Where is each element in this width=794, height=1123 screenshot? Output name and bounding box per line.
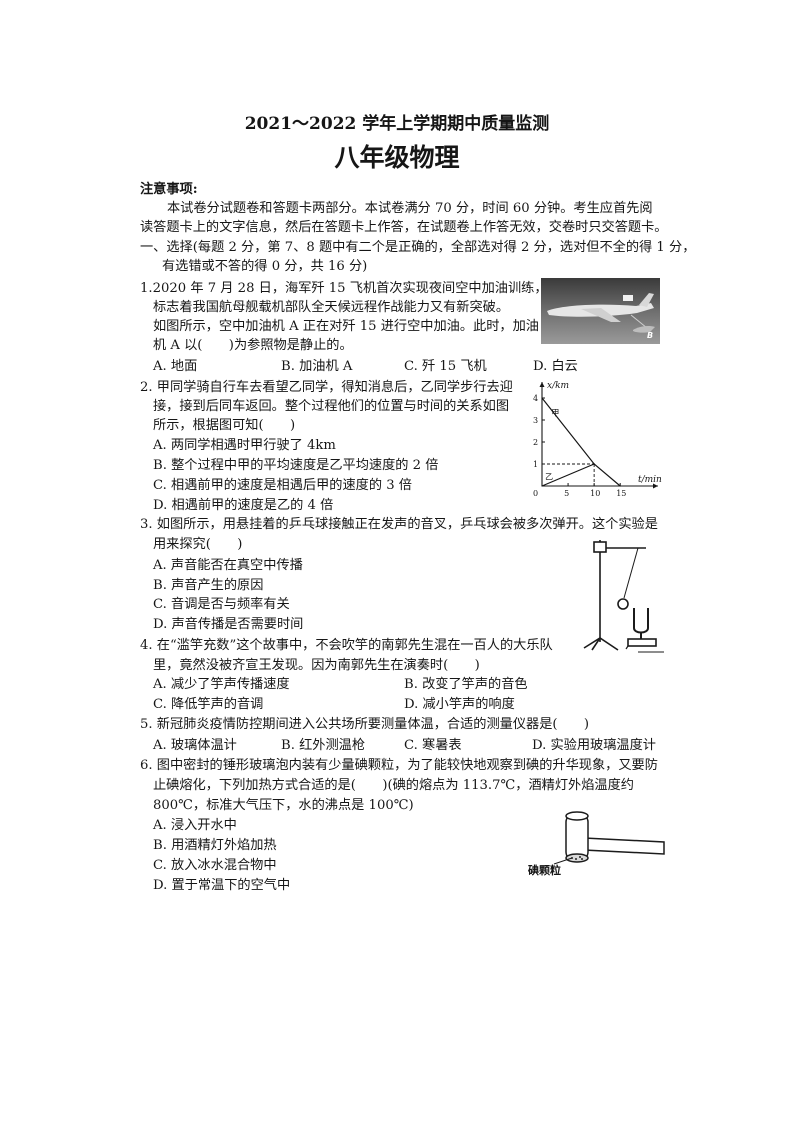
iodine-label: 碘颗粒 (527, 863, 561, 877)
q2-option-a: A. 两同学相遇时甲行驶了 4km (153, 438, 336, 453)
y-tick-label: 1 (533, 460, 538, 469)
x-axis-label: t/min (638, 475, 662, 485)
y-tick-label: 2 (533, 438, 538, 447)
series-label-yi: 乙 (545, 472, 553, 481)
series-point-1 (541, 485, 543, 487)
q1-option-c: C. 歼 15 飞机 (404, 359, 487, 374)
q4-option-b: B. 改变了竽声的音色 (404, 677, 528, 692)
q5-line-1: 5. 新冠肺炎疫情防控期间进入公共场所要测量体温，合适的测量仪器是( ) (140, 717, 590, 732)
q4-option-c: C. 降低竽声的音调 (153, 697, 264, 712)
q2-line-3: 所示，根据图可知( ) (153, 418, 296, 433)
q5-option-c: C. 寒暑表 (404, 738, 462, 753)
iodine-bulb-figure: 碘颗粒 (527, 811, 665, 877)
q3-option-d: D. 声音传播是否需要时间 (153, 617, 304, 632)
subject-title: 八年级物理 (334, 143, 460, 172)
y-axis-label: x/km (547, 381, 569, 391)
x-tick-label: 5 (564, 489, 569, 498)
series-line-1 (541, 463, 595, 487)
q6-option-a: A. 浸入开水中 (153, 818, 237, 833)
y-axis-arrow (539, 382, 545, 387)
section-heading-1: 一、选择(每题 2 分，第 7、8 题中有二个是正确的，全部选对得 2 分，选对… (140, 240, 696, 255)
q3-option-c: C. 音调是否与频率有关 (153, 597, 290, 612)
section-heading-2: 有选错或不答的得 0 分，共 16 分) (162, 259, 368, 274)
y-tick-label: 3 (533, 416, 538, 425)
q4-line-2: 里，竟然没被齐宣王发现。因为南郭先生在演奏时( ) (153, 658, 480, 673)
x-axis-arrow (653, 483, 658, 489)
q6-line-3: 800℃，标准大气压下，水的沸点是 100℃) (153, 798, 414, 813)
q3-option-a: A. 声音能否在真空中传播 (153, 558, 303, 573)
series-point-0 (619, 485, 621, 487)
q6-option-b: B. 用酒精灯外焰加热 (153, 838, 277, 853)
q4-line-1: 4. 在“滥竽充数”这个故事中，不会吹竽的南郭先生混在一百人的大乐队 (140, 638, 553, 653)
q2-line-2: 接，接到后同车返回。整个过程他们的位置与时间的关系如图 (153, 399, 510, 414)
q5-option-a: A. 玻璃体温计 (153, 738, 237, 753)
q6-option-c: C. 放入冰水混合物中 (153, 858, 277, 873)
q6-line-1: 6. 图中密封的锤形玻璃泡内装有少量碘颗粒，为了能较快地观察到碘的升华现象，又要… (140, 758, 658, 773)
notice-line-2: 读答题卡上的文字信息，然后在答题卡上作答，在试题卷上作答无效，交卷时只交答题卡。 (140, 220, 668, 235)
q1-option-a: A. 地面 (153, 359, 198, 374)
x-tick-label: 15 (616, 489, 626, 498)
series-point-0 (541, 397, 543, 399)
q4-option-d: D. 减小竽声的响度 (404, 697, 515, 712)
q2-option-b: B. 整个过程中甲的平均速度是乙平均速度的 2 倍 (153, 458, 439, 473)
q2-line-1: 2. 甲同学骑自行车去看望乙同学，得知消息后，乙同学步行去迎 (140, 380, 513, 395)
notice-line-1: 本试卷分试题卷和答题卡两部分。本试卷满分 70 分，时间 60 分钟。考生应首先… (167, 201, 653, 216)
q3-line-2: 用来探究( ) (153, 537, 243, 552)
q1-line-3: 如图所示，空中加油机 A 正在对歼 15 进行空中加油。此时，加油 (153, 319, 539, 334)
exam-title: 2021～2022 学年上学期期中质量监测 (244, 114, 550, 134)
notice-label: 注意事项: (140, 182, 198, 197)
series-point-1 (593, 463, 595, 465)
q3-option-b: B. 声音产生的原因 (153, 578, 264, 593)
origin-label: 0 (533, 489, 538, 498)
q5-option-b: B. 红外测温枪 (281, 738, 366, 753)
q6-option-d: D. 置于常温下的空气中 (153, 878, 291, 893)
q6-line-2: 止碘熔化，下列加热方式合适的是( )(碘的熔点为 113.7℃，酒精灯外焰温度约 (153, 778, 634, 793)
position-time-chart: x/km t/min 0 5 10 15 1 2 3 4 甲乙 (533, 381, 662, 498)
q1-option-d: D. 白云 (533, 359, 578, 374)
series-label-jia: 甲 (551, 409, 559, 418)
q2-option-c: C. 相遇前甲的速度是相遇后甲的速度的 3 倍 (153, 478, 412, 493)
refueling-aircraft-image: B (541, 278, 660, 344)
q5-option-d: D. 实验用玻璃温度计 (532, 738, 656, 753)
q2-option-d: D. 相遇前甲的速度是乙的 4 倍 (153, 498, 334, 513)
q1-line-4: 机 A 以( )为参照物是静止的。 (153, 338, 353, 353)
q3-line-1: 3. 如图所示，用悬挂着的乒乓球接触正在发声的音叉，乒乓球会被多次弹开。这个实验… (140, 517, 658, 532)
q1-option-b: B. 加油机 A (281, 359, 353, 374)
q4-option-a: A. 减少了竽声传播速度 (153, 677, 290, 692)
aircraft-b-label: B (647, 331, 653, 340)
q1-line-1: 1.2020 年 7 月 28 日，海军歼 15 飞机首次实现夜间空中加油训练， (140, 281, 548, 296)
tuning-fork-apparatus-figure (583, 540, 664, 653)
q1-line-2: 标志着我国航母舰载机部队全天候远程作战能力又有新突破。 (153, 300, 510, 315)
x-tick-label: 10 (590, 489, 600, 498)
y-tick-label: 4 (533, 394, 538, 403)
